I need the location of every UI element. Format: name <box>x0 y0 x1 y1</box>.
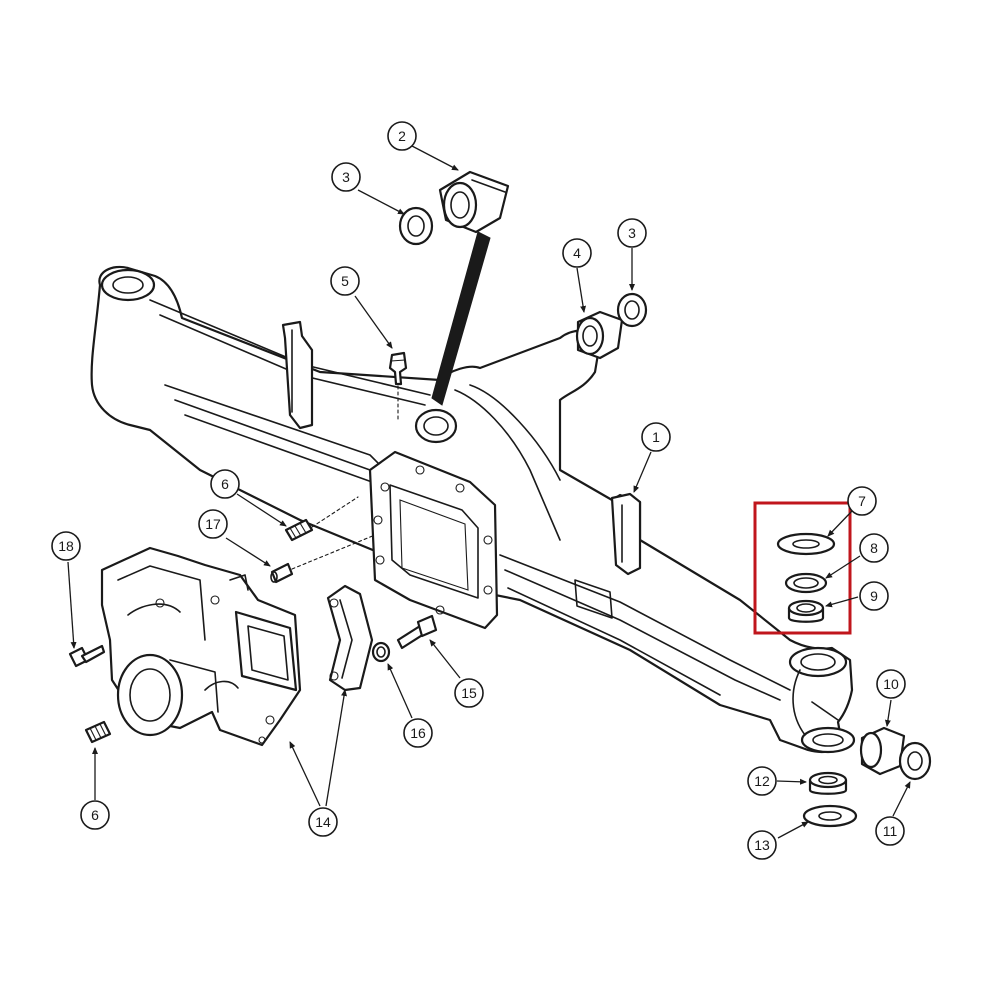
dowel-pin <box>270 534 376 584</box>
kingpin-seal-set <box>776 532 836 623</box>
kingpin-bushing <box>859 726 906 776</box>
highlight-box <box>753 501 852 635</box>
axle-housing <box>90 265 856 754</box>
callout-label: 4 <box>573 245 581 261</box>
callout-label: 8 <box>870 540 878 556</box>
thrust-washer-right <box>616 292 648 328</box>
callout-label: 7 <box>858 493 866 509</box>
callout-label: 14 <box>315 814 331 830</box>
callout-8: 8 <box>859 533 889 563</box>
bearing-cap <box>326 584 374 692</box>
callout-13: 13 <box>747 830 777 860</box>
callout-10: 10 <box>876 669 906 699</box>
callout-label: 12 <box>754 773 770 789</box>
grease-fitting <box>388 351 408 421</box>
callout-18: 18 <box>51 531 81 561</box>
callout-6a: 6 <box>210 469 240 499</box>
callout-label: 18 <box>58 538 74 554</box>
callout-label: 9 <box>870 588 878 604</box>
callout-label: 6 <box>91 807 99 823</box>
callout-5: 5 <box>330 266 360 296</box>
callout-17: 17 <box>198 509 228 539</box>
callout-3b: 3 <box>617 218 647 248</box>
kingpin-washer <box>898 741 932 781</box>
callout-3a: 3 <box>331 162 361 192</box>
callout-4: 4 <box>562 238 592 268</box>
kingpin-bearing <box>808 771 848 795</box>
cap-bushing <box>371 641 391 663</box>
callout-11: 11 <box>875 816 905 846</box>
callout-label: 16 <box>410 725 426 741</box>
callout-label: 10 <box>883 676 899 692</box>
stud-lower <box>84 720 112 744</box>
callout-label: 6 <box>221 476 229 492</box>
bushing-pointer <box>431 231 491 406</box>
callout-label: 2 <box>398 128 406 144</box>
kingpin-shim <box>802 804 858 828</box>
differential-case <box>100 546 302 747</box>
callout-1: 1 <box>641 422 671 452</box>
bolt-18 <box>68 644 106 668</box>
cap-bolt <box>396 614 438 650</box>
callout-9: 9 <box>859 581 889 611</box>
callout-label: 11 <box>883 823 898 839</box>
callout-label: 3 <box>628 225 636 241</box>
callout-label: 1 <box>652 429 660 445</box>
callout-15: 15 <box>454 678 484 708</box>
pivot-bushing <box>438 170 510 234</box>
callout-label: 13 <box>754 837 770 853</box>
callout-label: 15 <box>461 685 477 701</box>
thrust-washer-left <box>398 206 434 246</box>
stud-upper <box>284 496 359 542</box>
callout-12: 12 <box>747 766 777 796</box>
axle-pivot-bushing-rear <box>575 310 624 360</box>
callout-6b: 6 <box>80 800 110 830</box>
callout-label: 5 <box>341 273 349 289</box>
callout-16: 16 <box>403 718 433 748</box>
callout-14: 14 <box>308 807 338 837</box>
callout-label: 17 <box>205 516 221 532</box>
callout-label: 3 <box>342 169 350 185</box>
callout-2: 2 <box>387 121 417 151</box>
callout-7: 7 <box>847 486 877 516</box>
leader-lines <box>67 145 911 839</box>
